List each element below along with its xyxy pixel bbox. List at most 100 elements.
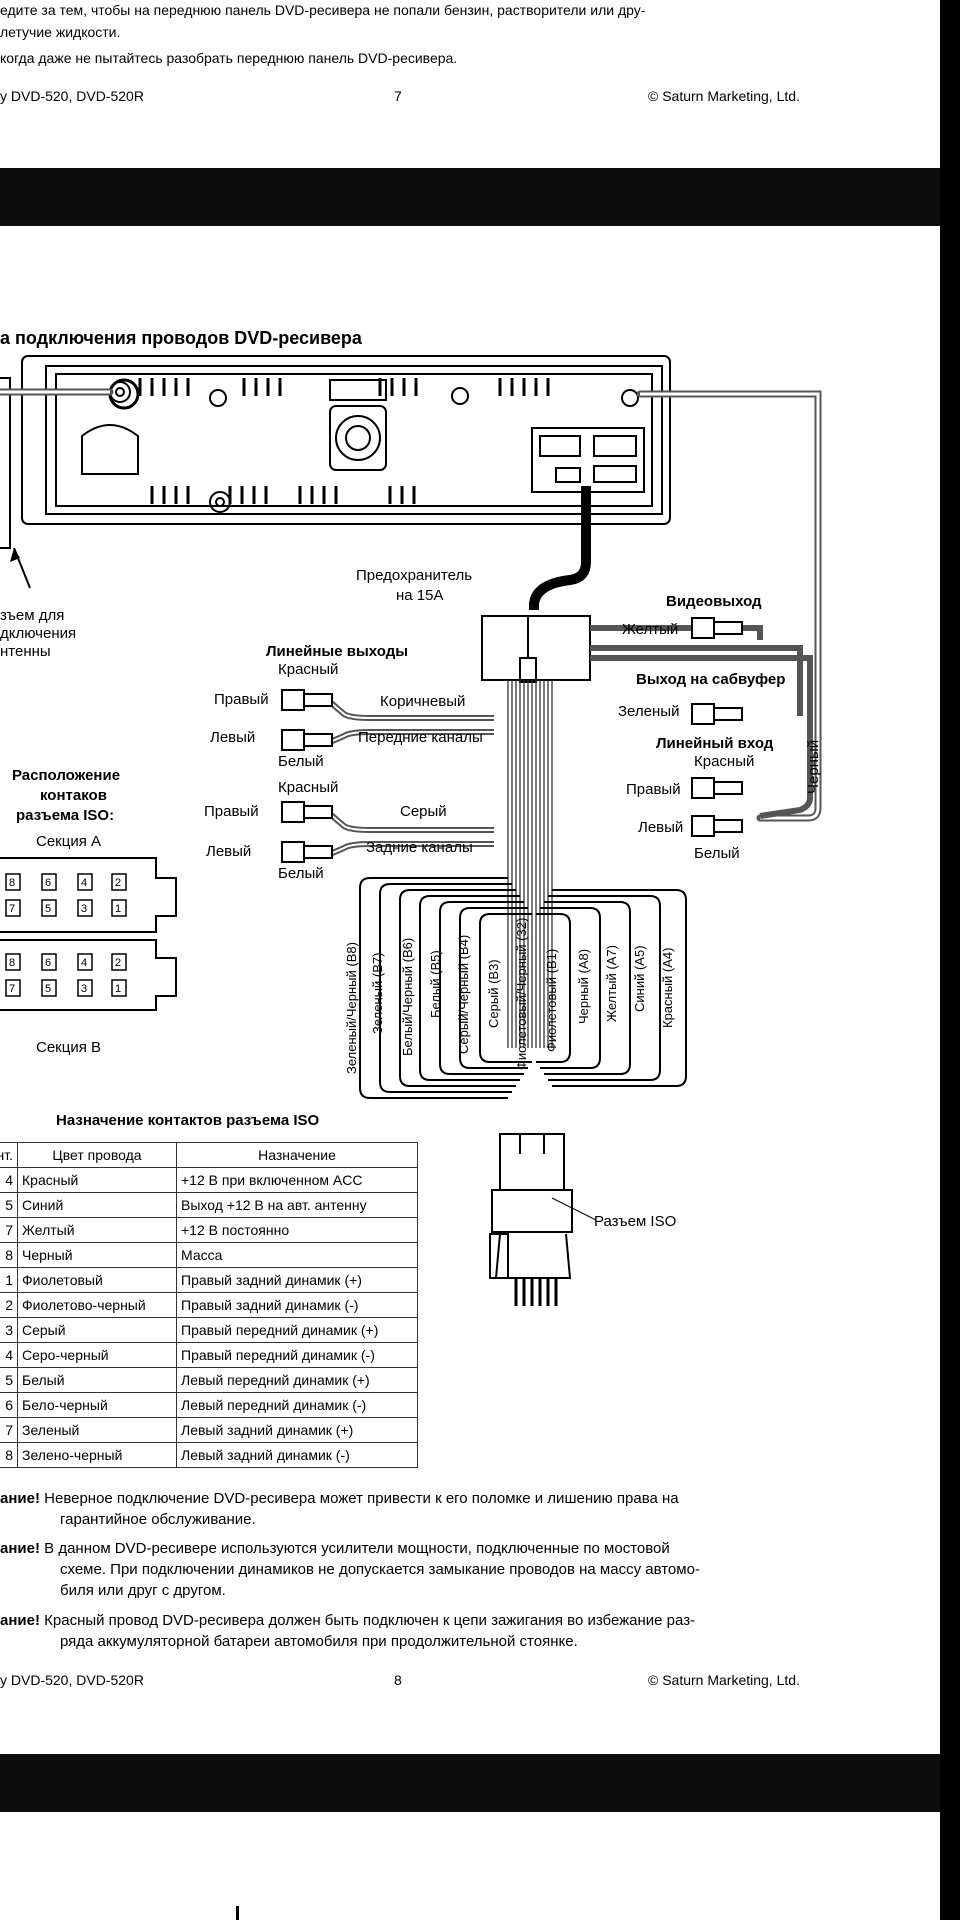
rca-rear-right <box>281 801 333 823</box>
wire-label-b3: Серый (B3) <box>486 959 501 1028</box>
harness-fuse-holder <box>519 657 537 683</box>
cell-color: Бело-черный <box>17 1392 177 1418</box>
pin-label: 8 <box>9 957 15 969</box>
label-iso-connector: Разъем ISO <box>594 1213 676 1230</box>
cell-color: Серый <box>17 1317 177 1343</box>
cell-purpose: Масса <box>176 1242 418 1268</box>
label-rear: Задние каналы <box>366 839 473 856</box>
warning-3: ание! Красный провод DVD-ресивера должен… <box>0 1610 870 1652</box>
label-white-1: Белый <box>278 753 324 770</box>
cell-pin: 3 <box>0 1317 18 1343</box>
rca-sub-out <box>691 703 743 725</box>
screw-3 <box>209 491 231 513</box>
label-white-3: Белый <box>694 845 740 862</box>
label-antenna-3: нтенны <box>0 643 51 660</box>
label-section-b: Секция B <box>36 1039 101 1056</box>
line-in-branch <box>590 655 813 819</box>
pin-label: 8 <box>9 877 15 889</box>
iso-pin-layout <box>0 857 177 1011</box>
label-right-2: Правый <box>204 803 259 820</box>
page8-footer-page: 8 <box>394 1672 402 1688</box>
pin-label: 5 <box>45 903 51 915</box>
cell-color: Синий <box>17 1192 177 1218</box>
iso-plug-pins <box>514 1278 558 1306</box>
cell-color: Желтый <box>17 1217 177 1243</box>
vent-slots-top <box>138 378 550 396</box>
page7-text-line2: летучие жидкости. <box>0 24 121 40</box>
warning-1: ание! Неверное подключение DVD-ресивера … <box>0 1488 870 1530</box>
next-page-mark <box>236 1906 239 1920</box>
pin-label: 7 <box>9 903 15 915</box>
label-iso-layout-3: разъема ISO: <box>16 807 114 824</box>
rca-video-out <box>691 617 743 639</box>
warning-text: биля или друг с другом. <box>60 1582 226 1599</box>
header-pin: нт. <box>0 1142 18 1168</box>
rca-rear-left <box>281 841 333 863</box>
wire-bundle <box>507 680 553 1048</box>
label-line-in: Линейный вход <box>656 735 774 752</box>
screw-4 <box>451 387 469 405</box>
page7-footer-left: у DVD-520, DVD-520R <box>0 88 144 104</box>
cell-pin: 7 <box>0 1217 18 1243</box>
table-header-row: нт. Цвет провода Назначение <box>0 1142 418 1168</box>
label-left-3: Левый <box>638 819 683 836</box>
video-branch <box>590 625 763 640</box>
page8-footer-right: © Saturn Marketing, Ltd. <box>648 1672 800 1688</box>
center-mount <box>329 405 387 471</box>
cell-purpose: Правый задний динамик (+) <box>176 1267 418 1293</box>
pin-label: 4 <box>81 957 87 969</box>
warning-text: Красный провод DVD-ресивера должен быть … <box>44 1612 696 1629</box>
wire-label-a8: Черный (A8) <box>576 949 591 1024</box>
pin-label: 1 <box>115 903 121 915</box>
label-front: Передние каналы <box>358 729 483 746</box>
cell-purpose: Правый передний динамик (+) <box>176 1317 418 1343</box>
label-right-3: Правый <box>626 781 681 798</box>
cell-color: Красный <box>17 1167 177 1193</box>
scrollbar[interactable] <box>940 0 960 1920</box>
iso-plug-body <box>491 1189 573 1233</box>
cell-color: Белый <box>17 1367 177 1393</box>
wire-loops <box>359 877 687 1099</box>
wire-label-b7: Зеленый (B7) <box>370 953 385 1034</box>
rca-line-in-left <box>691 815 743 837</box>
label-fuse-2: на 15А <box>396 587 443 604</box>
label-line-outs: Линейные выходы <box>266 643 408 660</box>
rca-line-in-right <box>691 777 743 799</box>
wire-label-b4: Серый/Черный (B4) <box>456 935 471 1054</box>
label-yellow: Желтый <box>622 621 678 638</box>
pin-label: 1 <box>115 983 121 995</box>
bolt-slot <box>81 424 139 475</box>
sub-branch <box>590 645 803 716</box>
cell-purpose: +12 В при включенном ACC <box>176 1167 418 1193</box>
warning-2: ание! В данном DVD-ресивере используются… <box>0 1538 870 1601</box>
receiver-frame <box>45 365 663 515</box>
label-red-3: Красный <box>694 753 754 770</box>
wire-label-a5: Синий (A5) <box>632 945 647 1012</box>
pin-label: 3 <box>81 903 87 915</box>
wire-label-a4: Красный (A4) <box>660 948 675 1029</box>
wire-label-b6: Белый/Черный (B6) <box>400 938 415 1056</box>
label-fuse-1: Предохранитель <box>356 567 472 584</box>
label-white-2: Белый <box>278 865 324 882</box>
label-video-out: Видеовыход <box>666 593 762 610</box>
iso-table-title: Назначение контактов разъема ISO <box>56 1112 320 1129</box>
cell-color: Серо-черный <box>17 1342 177 1368</box>
screw-2 <box>209 389 227 407</box>
cell-purpose: Левый передний динамик (+) <box>176 1367 418 1393</box>
cell-color: Зелено-черный <box>17 1442 177 1468</box>
page-separator <box>0 1754 940 1812</box>
page7-footer-right: © Saturn Marketing, Ltd. <box>648 88 800 104</box>
rca-front-right <box>281 689 333 711</box>
iso-connector-leader <box>551 1197 597 1221</box>
label-left-2: Левый <box>206 843 251 860</box>
